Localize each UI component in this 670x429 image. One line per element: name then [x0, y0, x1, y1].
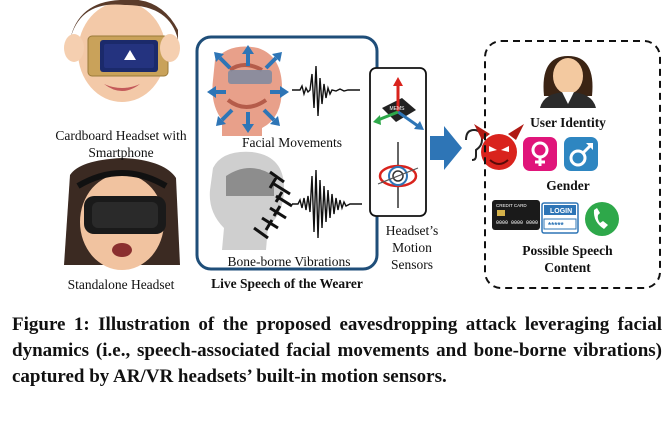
female-gender-icon	[523, 137, 557, 171]
cardboard-headset-person-image	[64, 0, 180, 102]
cardboard-headset-label: Cardboard Headset with Smartphone	[22, 127, 220, 161]
standalone-headset-label: Standalone Headset	[67, 277, 175, 292]
login-text: LOGIN	[550, 208, 572, 215]
cardboard-label-line2: Smartphone	[88, 145, 154, 160]
gyroscope-icon	[377, 142, 419, 208]
sensors-label-line3: Sensors	[390, 257, 433, 272]
bone-vibrations-label: Bone-borne Vibrations	[227, 254, 351, 269]
sensors-label-line2: Motion	[392, 240, 432, 255]
speech-content-line2: Content	[544, 260, 591, 275]
user-identity-icon	[540, 56, 596, 108]
male-gender-icon	[564, 137, 598, 171]
login-form-icon	[541, 202, 579, 234]
sensors-label-line1: Headset’s	[385, 223, 439, 238]
figure-caption: Figure 1: Illustration of the proposed e…	[12, 314, 662, 387]
ear-icon	[465, 128, 484, 161]
credit-card-icon	[492, 200, 540, 230]
card-number-text: 0000 0000 0000	[496, 220, 538, 226]
facial-movement-arrows	[207, 45, 289, 133]
accelerometer-icon	[373, 77, 424, 130]
possible-speech-content-label: Possible Speech Content	[495, 242, 640, 276]
password-text: *****	[548, 221, 564, 230]
speech-content-line1: Possible Speech	[522, 243, 613, 258]
phone-call-icon	[585, 202, 619, 236]
gender-label: Gender	[546, 178, 590, 193]
live-speech-title: Live Speech of the Wearer	[211, 276, 363, 291]
credit-card-text: CREDIT CARD	[496, 203, 527, 208]
bone-conduction-head-image	[209, 151, 293, 250]
user-identity-label: User Identity	[530, 115, 606, 130]
flow-arrow	[430, 126, 462, 170]
standalone-headset-person-image	[64, 158, 180, 270]
facial-movements-label: Facial Movements	[241, 135, 343, 150]
mems-chip-text: MEMS	[390, 106, 406, 112]
motion-sensors-label: Headset’s Motion Sensors	[372, 222, 452, 273]
cardboard-label-line1: Cardboard Headset with	[55, 128, 187, 143]
bone-vibration-waveform	[292, 169, 362, 239]
facial-movement-waveform	[292, 65, 360, 117]
